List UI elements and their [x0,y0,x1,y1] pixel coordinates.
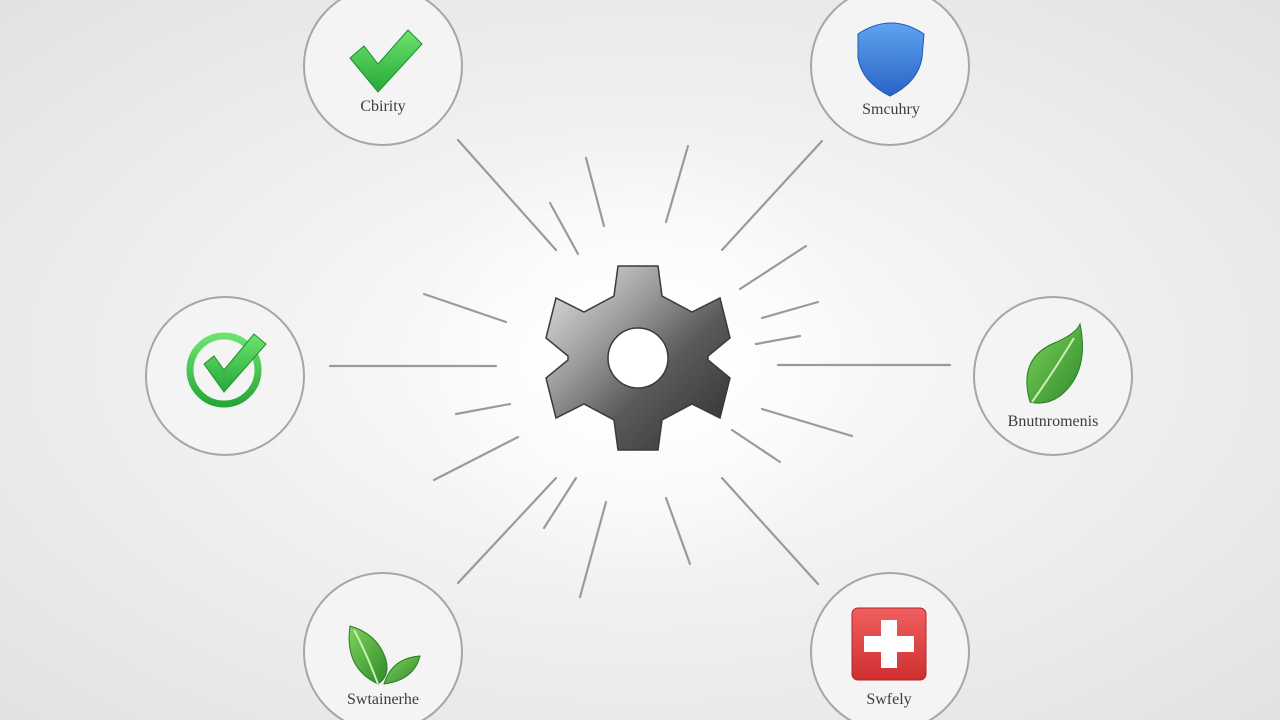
gear-icon [545,265,731,451]
node-bottom-right: Swfely [810,572,970,720]
ray [456,138,558,252]
ray [664,144,690,224]
node-top-left: Cbirity [303,0,463,146]
node-top-right: Smcuhry [810,0,970,146]
leaves-icon [348,625,421,685]
ray [738,244,808,291]
leaf-icon [1026,322,1083,404]
shield-icon [857,22,925,97]
center-glow [410,130,870,590]
node-label: Swfely [866,691,911,708]
node-label: Swtainerhe [347,691,419,708]
node-label: Cbirity [360,98,405,115]
check-circle-icon [186,332,267,408]
connector-rays [328,138,952,599]
ray [548,201,580,256]
ray [754,334,802,346]
ray [760,300,820,320]
ray [422,292,508,324]
ray [730,428,782,464]
checkmark-icon [349,29,423,93]
ray [578,500,608,599]
node-label: Smcuhry [862,101,920,118]
ray [584,156,606,228]
ray [720,476,820,586]
node-bottom-left: Swtainerhe [303,572,463,720]
ray [432,435,520,482]
ray [720,139,824,252]
ray [664,496,692,566]
node-left [145,296,305,456]
ray [454,402,512,416]
ray [760,407,854,438]
node-label: Bnutnromenis [1008,413,1099,430]
medical-cross-icon [851,607,927,681]
ray [456,476,558,585]
node-right: Bnutnromenis [973,296,1133,456]
ray [542,476,578,530]
